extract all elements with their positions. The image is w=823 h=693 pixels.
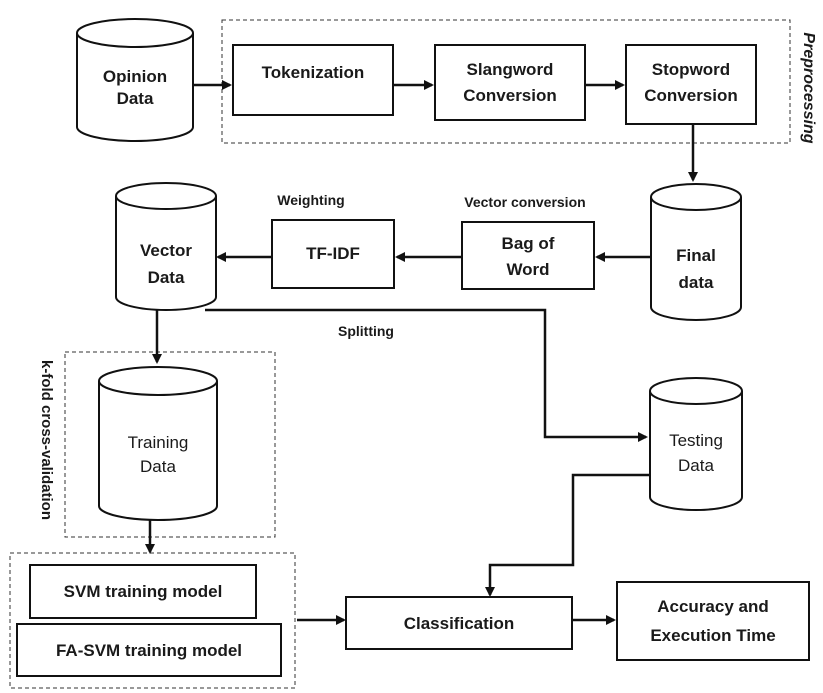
opinion-data-line1: Opinion bbox=[103, 67, 167, 86]
svm-model-label: SVM training model bbox=[64, 582, 223, 601]
stopword-line2: Conversion bbox=[644, 86, 738, 105]
node-stopword-conversion: Stopword Conversion bbox=[625, 44, 757, 125]
final-data-line1: Final bbox=[676, 246, 716, 265]
node-accuracy-execution-time: Accuracy and Execution Time bbox=[616, 581, 810, 661]
opinion-data-line2: Data bbox=[117, 89, 154, 108]
accuracy-line2: Execution Time bbox=[650, 626, 775, 645]
node-tfidf: TF-IDF bbox=[271, 219, 395, 289]
node-fasvm-training-model: FA-SVM training model bbox=[16, 623, 282, 677]
kfold-group bbox=[64, 351, 276, 538]
node-vector-data: Vector Data bbox=[115, 182, 217, 311]
edge-testing-to-classification bbox=[485, 473, 650, 597]
splitting-label: Splitting bbox=[338, 323, 394, 339]
testing-data-line2: Data bbox=[678, 456, 714, 475]
weighting-label: Weighting bbox=[277, 192, 344, 208]
slangword-line2: Conversion bbox=[463, 86, 557, 105]
node-final-data: Final data bbox=[650, 183, 742, 321]
vector-data-line2: Data bbox=[148, 268, 185, 287]
preprocessing-label: Preprocessing bbox=[800, 32, 817, 143]
node-tokenization: Tokenization bbox=[232, 44, 394, 116]
node-svm-training-model: SVM training model bbox=[29, 564, 257, 619]
training-data-line1: Training bbox=[128, 433, 189, 452]
final-data-line2: data bbox=[679, 273, 715, 292]
kfold-label: k-fold cross-validation bbox=[38, 360, 55, 520]
slangword-line1: Slangword bbox=[467, 60, 554, 79]
tokenization-label: Tokenization bbox=[262, 63, 365, 82]
vector-data-line1: Vector bbox=[140, 241, 192, 260]
node-opinion-data: Opinion Data bbox=[76, 18, 194, 142]
classification-label: Classification bbox=[404, 614, 515, 633]
vector-conversion-label: Vector conversion bbox=[464, 194, 585, 210]
bag-of-word-line1: Bag of bbox=[502, 234, 555, 253]
stopword-line1: Stopword bbox=[652, 60, 730, 79]
node-bag-of-word: Bag of Word bbox=[461, 221, 595, 290]
node-training-data: Training Data bbox=[98, 366, 218, 521]
edges bbox=[145, 80, 698, 625]
node-slangword-conversion: Slangword Conversion bbox=[434, 44, 586, 121]
testing-data-line1: Testing bbox=[669, 431, 723, 450]
edge-vector-to-testing bbox=[205, 308, 648, 442]
fasvm-model-label: FA-SVM training model bbox=[56, 641, 242, 660]
node-classification: Classification bbox=[345, 596, 573, 650]
node-testing-data: Testing Data bbox=[649, 377, 743, 511]
bag-of-word-line2: Word bbox=[506, 260, 549, 279]
tfidf-label: TF-IDF bbox=[306, 244, 360, 263]
preprocessing-group bbox=[221, 19, 791, 144]
training-data-line2: Data bbox=[140, 457, 176, 476]
accuracy-line1: Accuracy and bbox=[657, 597, 769, 616]
